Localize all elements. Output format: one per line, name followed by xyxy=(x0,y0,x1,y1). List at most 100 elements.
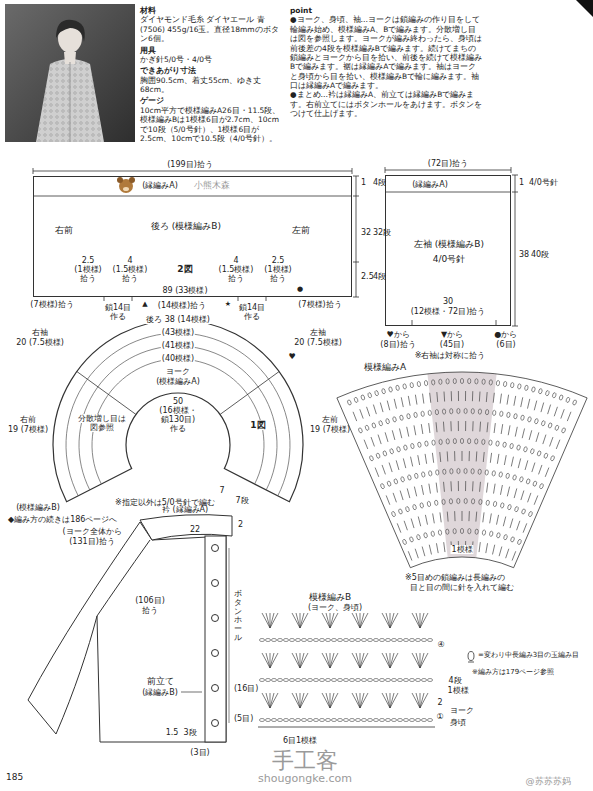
watermark: 手工客 xyxy=(272,748,338,773)
shell-symbol xyxy=(330,653,334,668)
chain-symbol xyxy=(289,719,294,722)
stitch-symbol xyxy=(462,511,463,521)
chain-symbol xyxy=(337,719,342,722)
chain-symbol xyxy=(410,382,414,388)
stitch-symbol xyxy=(472,481,474,491)
chain-symbol xyxy=(543,453,548,459)
chain-symbol xyxy=(427,639,432,642)
shell-symbol xyxy=(292,653,300,668)
stitch-symbol xyxy=(503,517,505,527)
shell-symbol xyxy=(360,653,364,668)
shell-symbol xyxy=(382,693,390,708)
shell-symbol xyxy=(420,693,424,708)
annotation-label: 模様編みA xyxy=(364,362,406,372)
chain-symbol xyxy=(405,506,410,512)
stitch-symbol xyxy=(500,394,501,404)
shell-symbol xyxy=(416,653,420,668)
stitch-symbol xyxy=(421,424,423,434)
annotation-label: 4 xyxy=(127,256,132,265)
annotation-label: 拾う xyxy=(80,274,96,283)
chain-symbol xyxy=(489,380,493,385)
chain-symbol xyxy=(482,439,486,444)
shell-symbol xyxy=(300,613,308,628)
section-heading: point xyxy=(290,6,482,15)
stitch-symbol xyxy=(364,440,368,449)
cardigan-sketch xyxy=(28,515,232,742)
stitch-symbol xyxy=(462,451,463,461)
shell-symbol xyxy=(360,653,368,668)
chain-symbol xyxy=(415,719,420,722)
chain-symbol xyxy=(550,455,555,461)
stitch-symbol xyxy=(554,407,557,416)
stitch-symbol xyxy=(404,521,407,530)
chain-symbol xyxy=(503,442,507,448)
annotation-label: (1.5模様) xyxy=(219,265,254,274)
shell-symbol xyxy=(390,613,394,628)
annotation-label: 2.5 xyxy=(272,256,285,265)
annotation-label: ▲ xyxy=(142,300,147,308)
chain-symbol xyxy=(446,379,449,384)
shell-symbol xyxy=(356,653,360,668)
stitch-symbol xyxy=(386,495,390,504)
annotation-label: 6目1模様 xyxy=(283,736,317,745)
chain-symbol xyxy=(410,443,414,449)
chain-symbol xyxy=(387,481,392,487)
chain-symbol xyxy=(471,499,475,504)
stitch-symbol xyxy=(465,421,466,431)
chain-symbol xyxy=(520,415,524,421)
chain-symbol xyxy=(361,679,366,682)
chain-symbol xyxy=(393,478,398,484)
chain-symbol xyxy=(380,483,385,489)
stitch-symbol xyxy=(373,405,376,415)
chain-symbol xyxy=(517,384,521,390)
annotation-label: 32 xyxy=(361,228,371,237)
shell-symbol xyxy=(330,613,338,628)
chain-symbol xyxy=(475,439,478,444)
shell-symbol xyxy=(322,653,330,668)
stitch-symbol xyxy=(436,483,437,493)
stitch-symbol xyxy=(422,547,425,557)
stitch-symbol xyxy=(515,427,517,437)
stitch-symbol xyxy=(378,435,381,444)
chart-a xyxy=(337,372,587,568)
stitch-symbol xyxy=(493,393,494,403)
stitch-symbol xyxy=(429,545,431,555)
annotation-label: 後ろ 38 (14模様) xyxy=(145,315,211,324)
chain-symbol xyxy=(427,719,432,722)
chain-symbol xyxy=(538,388,542,394)
annotation-label: (8目)拾う xyxy=(380,340,415,349)
chain-symbol xyxy=(358,427,363,433)
shell-symbol xyxy=(420,613,428,628)
chain-symbol xyxy=(307,679,312,682)
chain-symbol xyxy=(485,409,489,414)
annotation-label: ♥から xyxy=(386,330,409,339)
chain-symbol xyxy=(369,455,374,461)
annotation-label: 3段 xyxy=(183,728,196,737)
stitch-symbol xyxy=(475,512,477,522)
shell-symbol xyxy=(270,653,278,668)
chain-symbol xyxy=(361,395,366,401)
chain-symbol xyxy=(388,387,392,393)
chain-symbol xyxy=(534,418,538,424)
chain-symbol xyxy=(450,469,453,474)
stitch-symbol xyxy=(528,493,531,502)
stitch-symbol xyxy=(465,391,466,401)
chain-symbol xyxy=(409,679,414,682)
chain-symbol xyxy=(435,409,439,414)
annotation-label: (14模様)拾う xyxy=(158,301,206,310)
chain-symbol xyxy=(457,468,460,473)
chain-symbol xyxy=(277,679,282,682)
chain-symbol xyxy=(367,639,372,642)
stitch-symbol xyxy=(443,422,445,432)
chain-symbol xyxy=(513,413,517,419)
annotation-label: 拾う xyxy=(228,274,244,283)
stitch-symbol xyxy=(425,515,427,525)
chain-symbol xyxy=(438,530,442,536)
chain-symbol xyxy=(319,639,324,642)
annotation-label: 2 xyxy=(437,698,442,707)
chain-symbol xyxy=(331,679,336,682)
annotation-label: ヨーク xyxy=(450,706,474,715)
stitch-symbol xyxy=(490,453,491,463)
spec-text: かぎ針5/0号・4/0号 xyxy=(140,55,286,64)
chain-symbol xyxy=(355,639,360,642)
